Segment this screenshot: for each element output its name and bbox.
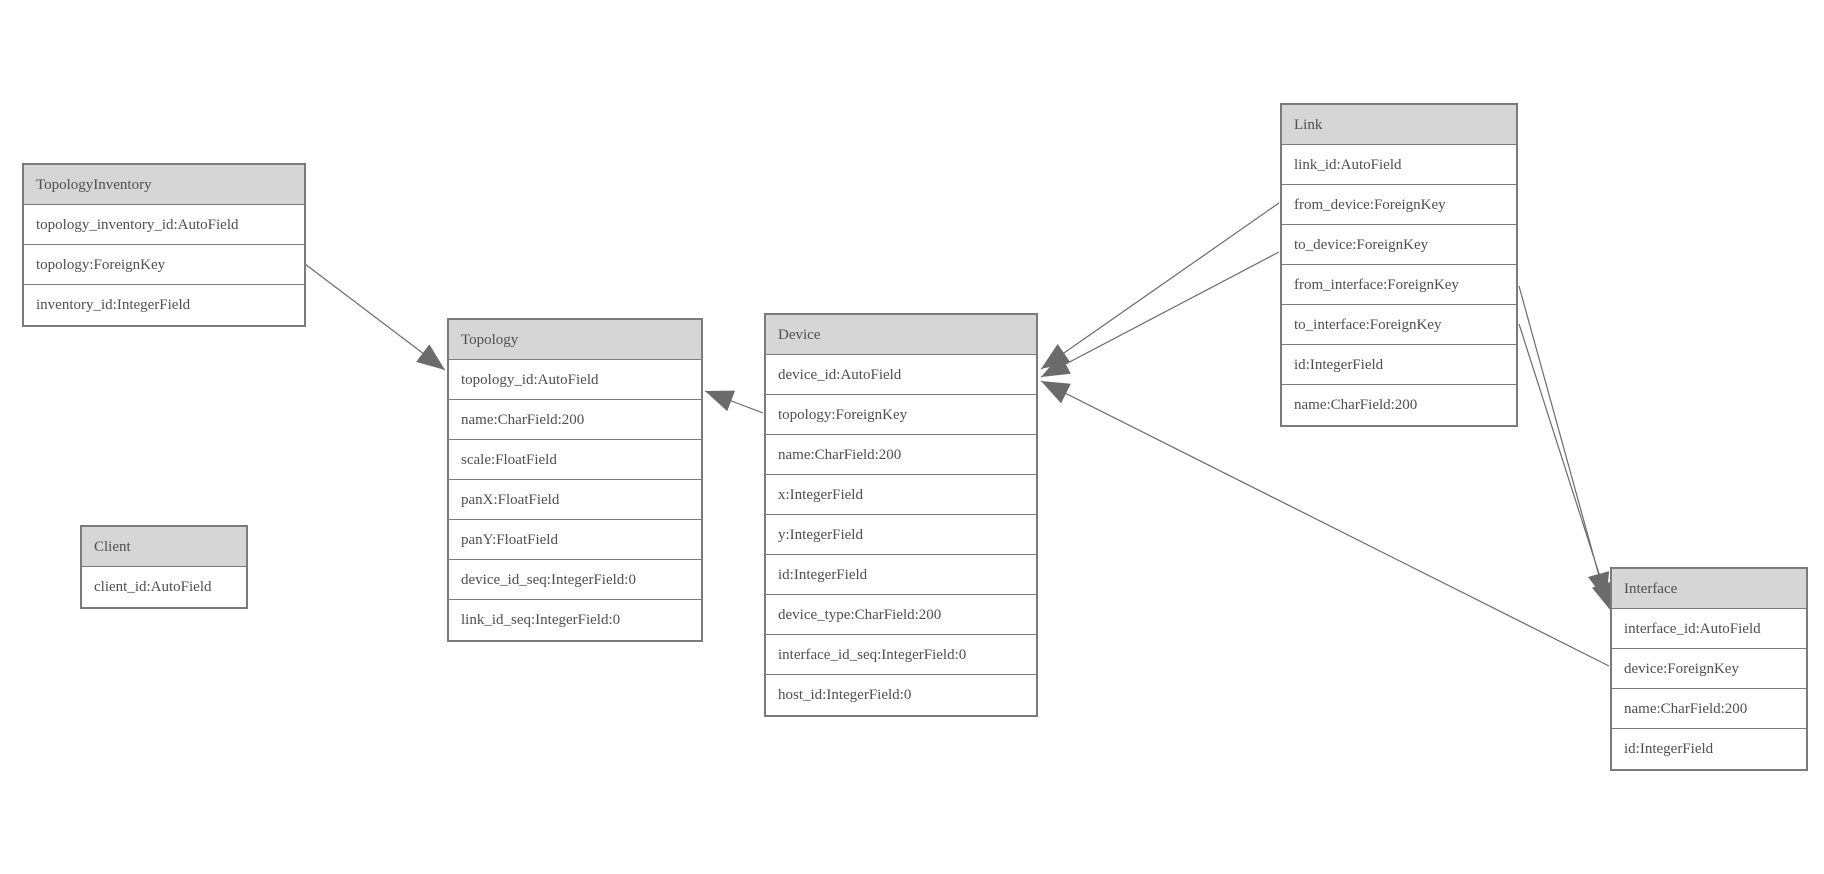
- field-row: id:IntegerField: [1612, 729, 1806, 769]
- edge-link-tointerface-interface: [1518, 323, 1613, 612]
- edge-device-topology: [704, 390, 764, 414]
- field-row: from_device:ForeignKey: [1282, 185, 1516, 225]
- field-row: panY:FloatField: [449, 520, 701, 560]
- field-row: name:CharField:200: [1612, 689, 1806, 729]
- entity-table-client: Client client_id:AutoField: [80, 525, 248, 609]
- field-row: from_interface:ForeignKey: [1282, 265, 1516, 305]
- field-row: client_id:AutoField: [82, 567, 246, 607]
- field-row: to_device:ForeignKey: [1282, 225, 1516, 265]
- field-row: host_id:IntegerField:0: [766, 675, 1036, 715]
- entity-table-link: Link link_id:AutoField from_device:Forei…: [1280, 103, 1518, 427]
- field-row: device:ForeignKey: [1612, 649, 1806, 689]
- field-row: interface_id_seq:IntegerField:0: [766, 635, 1036, 675]
- entity-title: Interface: [1612, 569, 1806, 609]
- edge-interface-device: [1040, 380, 1610, 667]
- field-row: topology_inventory_id:AutoField: [24, 205, 304, 245]
- edge-link-fromdevice-device: [1040, 202, 1280, 370]
- field-row: topology:ForeignKey: [766, 395, 1036, 435]
- field-row: name:CharField:200: [449, 400, 701, 440]
- field-row: topology:ForeignKey: [24, 245, 304, 285]
- field-row: to_interface:ForeignKey: [1282, 305, 1516, 345]
- field-row: device_type:CharField:200: [766, 595, 1036, 635]
- entity-table-topology: Topology topology_id:AutoField name:Char…: [447, 318, 703, 642]
- entity-title: TopologyInventory: [24, 165, 304, 205]
- field-row: panX:FloatField: [449, 480, 701, 520]
- entity-title: Link: [1282, 105, 1516, 145]
- field-row: inventory_id:IntegerField: [24, 285, 304, 325]
- field-row: topology_id:AutoField: [449, 360, 701, 400]
- entity-table-topologyinventory: TopologyInventory topology_inventory_id:…: [22, 163, 306, 327]
- field-row: device_id_seq:IntegerField:0: [449, 560, 701, 600]
- field-row: scale:FloatField: [449, 440, 701, 480]
- field-row: y:IntegerField: [766, 515, 1036, 555]
- field-row: name:CharField:200: [1282, 385, 1516, 425]
- field-row: link_id_seq:IntegerField:0: [449, 600, 701, 640]
- field-row: x:IntegerField: [766, 475, 1036, 515]
- field-row: device_id:AutoField: [766, 355, 1036, 395]
- field-row: id:IntegerField: [1282, 345, 1516, 385]
- field-row: link_id:AutoField: [1282, 145, 1516, 185]
- entity-title: Topology: [449, 320, 701, 360]
- entity-title: Device: [766, 315, 1036, 355]
- field-row: interface_id:AutoField: [1612, 609, 1806, 649]
- field-row: id:IntegerField: [766, 555, 1036, 595]
- edge-link-todevice-device: [1040, 251, 1280, 378]
- field-row: name:CharField:200: [766, 435, 1036, 475]
- entity-table-interface: Interface interface_id:AutoField device:…: [1610, 567, 1808, 771]
- entity-table-device: Device device_id:AutoField topology:Fore…: [764, 313, 1038, 717]
- entity-title: Client: [82, 527, 246, 567]
- edge-topologyinventory-topology: [304, 263, 446, 371]
